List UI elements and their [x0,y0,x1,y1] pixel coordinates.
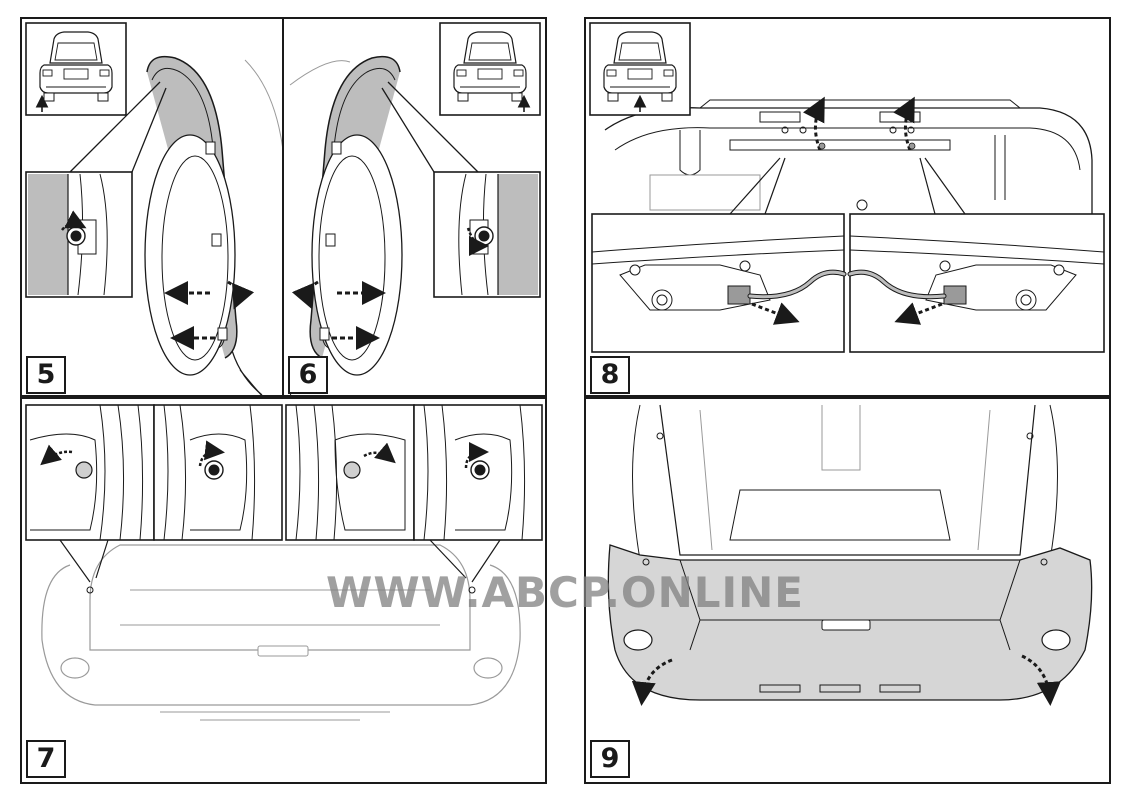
connector-icon [943,285,967,305]
push-pin-clip-icon [470,460,490,480]
panel-step-8 [584,17,1111,397]
connector-icon [727,285,751,305]
watermark-text: WWW.ABCP.ONLINE [326,568,804,617]
car-rear-icon [25,22,127,116]
push-pin-clip-icon [343,461,361,479]
step-number-9: 9 [590,740,630,778]
push-pin-clip-icon [66,226,86,246]
push-pin-clip-icon [204,460,224,480]
panel-step-5 [20,17,284,397]
step-number-8: 8 [590,356,630,394]
step-number-7: 7 [26,740,66,778]
push-pin-clip-icon [474,226,494,246]
panel-step-7 [20,397,547,784]
panel-step-6 [282,17,547,397]
car-rear-icon [439,22,541,116]
panel-step-9 [584,397,1111,784]
push-pin-clip-icon [75,461,93,479]
step-number-6: 6 [288,356,328,394]
step-number-5: 5 [26,356,66,394]
